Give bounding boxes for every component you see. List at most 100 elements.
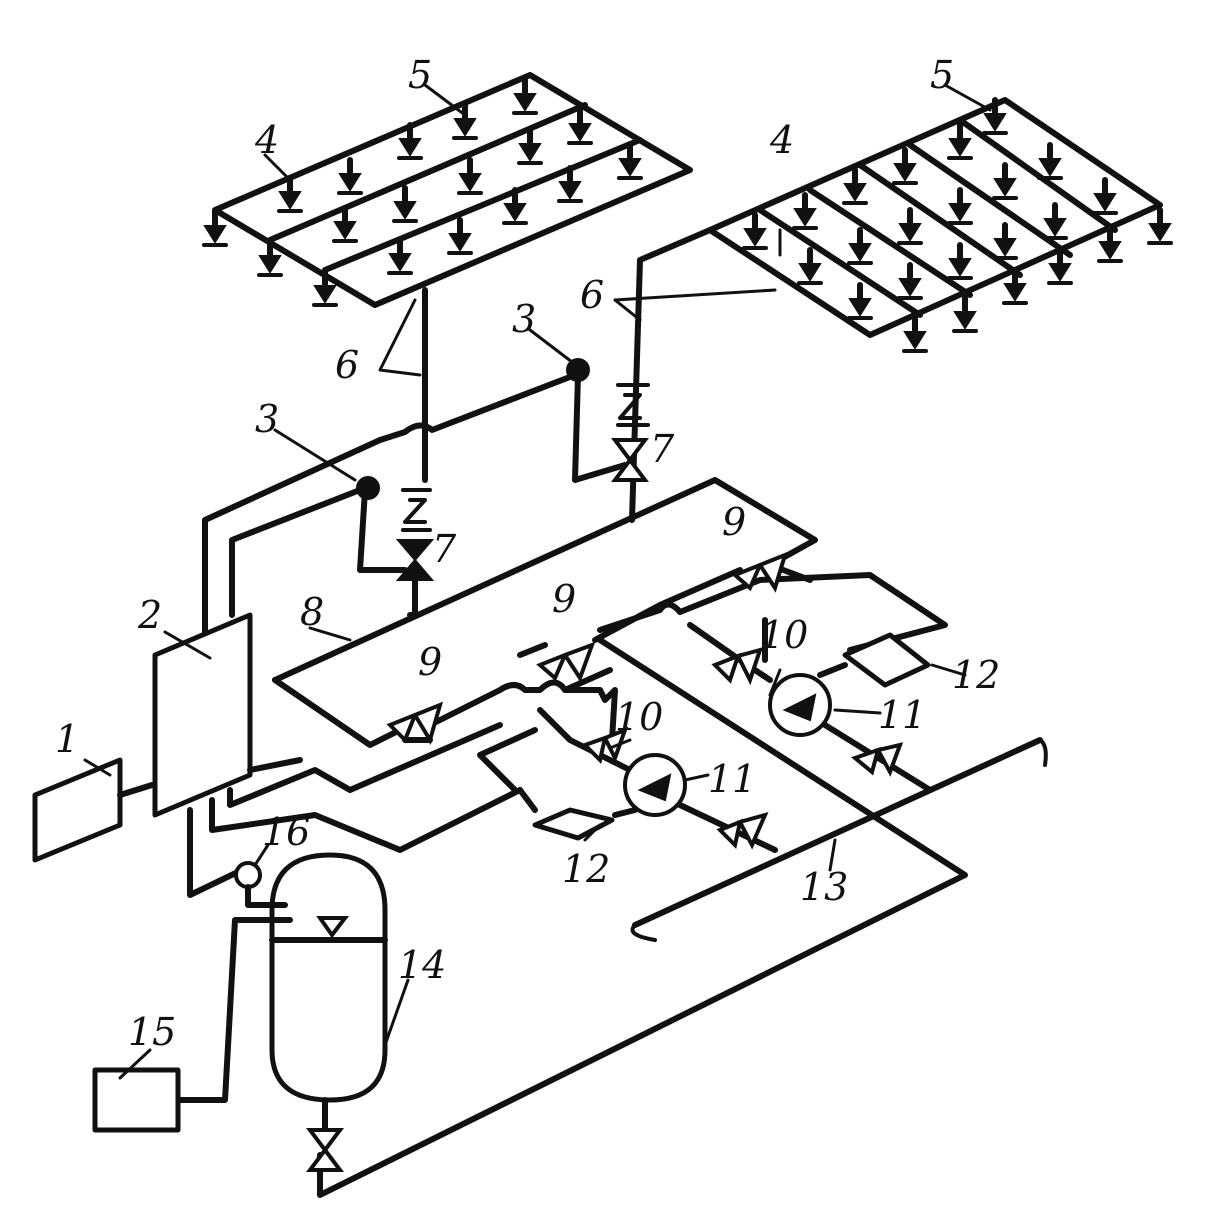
label-7-left: 7 — [432, 527, 457, 571]
valve-9-upper — [731, 551, 789, 593]
pressure-tank-14 — [269, 852, 388, 1103]
sprinkler-head-icon — [947, 187, 973, 225]
label-11-front: 11 — [708, 757, 756, 801]
right-grid-branch-5 — [957, 117, 1118, 233]
manifold-outline — [272, 477, 818, 683]
alarm-point-3-left — [356, 476, 380, 500]
label-3-left: 3 — [255, 397, 279, 441]
label-12-back: 12 — [952, 653, 1000, 697]
control-cabinet-group — [32, 612, 523, 898]
sprinkler-head-icon — [457, 157, 483, 195]
right-sprinkler-network — [629, 97, 1173, 523]
left-grid-heads — [202, 77, 643, 307]
water-supply-main — [317, 637, 1048, 1198]
sprinkler-head-icon — [982, 97, 1008, 135]
sprinkler-head-icon — [892, 147, 918, 185]
sprinkler-head-icon — [902, 315, 928, 353]
alarm-point-3-right — [566, 358, 590, 382]
label-7-right: 7 — [650, 427, 675, 471]
sprinkler-head-icon — [847, 227, 873, 265]
sprinkler-head-icon — [1092, 177, 1118, 215]
compressor-15 — [92, 1067, 181, 1133]
sprinkler-head-icon — [1037, 142, 1063, 180]
label-5-left: 5 — [408, 53, 432, 97]
sprinkler-head-icon — [202, 209, 228, 247]
label-16: 16 — [262, 810, 310, 854]
compressor-line — [177, 917, 293, 1103]
label-2: 2 — [137, 593, 162, 637]
sprinkler-head-icon — [517, 127, 543, 165]
label-9-upper: 9 — [722, 500, 746, 544]
cabinet-output-lines — [187, 807, 245, 898]
manifold-branch-upper — [427, 667, 613, 728]
label-10-back: 10 — [760, 613, 808, 657]
right-grid-outline — [707, 97, 1163, 338]
label-13: 13 — [800, 865, 848, 909]
control-valve-unit-left — [395, 488, 435, 618]
left-grid-branch-2 — [322, 137, 643, 273]
sprinkler-head-icon — [992, 162, 1018, 200]
sprinkler-head-icon — [387, 237, 413, 275]
label-3-right: 3 — [512, 297, 536, 341]
signal-line-outer-2 — [229, 485, 368, 618]
pressure-gauge-16 — [234, 861, 262, 889]
distribution-manifold — [272, 477, 948, 748]
label-11-back: 11 — [878, 693, 926, 737]
right-grid-branch-1 — [757, 207, 923, 318]
sprinkler-head-icon — [397, 122, 423, 160]
sprinkler-head-icon — [332, 205, 358, 243]
sprinkler-head-icon — [1097, 225, 1123, 263]
signal-line-outer-1 — [202, 437, 383, 638]
label-12-front: 12 — [562, 847, 610, 891]
sprinkler-head-icon — [277, 175, 303, 213]
return-pipe — [317, 637, 968, 1198]
right-grid-heads — [742, 97, 1173, 353]
sprinkler-head-icon — [502, 187, 528, 225]
left-sprinkler-network — [202, 72, 693, 483]
signal-line-crossover — [377, 372, 578, 443]
label-5-right: 5 — [930, 53, 954, 97]
sprinkler-head-icon — [392, 185, 418, 223]
sprinkler-head-icon — [797, 247, 823, 285]
tank-12-front — [532, 807, 615, 841]
sprinkler-head-icon — [742, 212, 768, 250]
valve-9-mid — [536, 641, 596, 683]
right-grid-feed-pipe — [629, 227, 713, 523]
sprinkler-head-icon — [257, 239, 283, 277]
label-6-left: 6 — [335, 343, 359, 387]
valve-9-lower — [386, 701, 444, 745]
label-14: 14 — [398, 943, 446, 987]
signal-line-right — [572, 372, 628, 483]
sprinkler-head-icon — [792, 192, 818, 230]
sprinkler-head-icon — [337, 157, 363, 195]
label-10-front: 10 — [615, 695, 663, 739]
label-6-right: 6 — [580, 273, 604, 317]
sprinkler-head-icon — [557, 165, 583, 203]
sprinkler-head-icon — [952, 295, 978, 333]
sprinkler-head-icon — [512, 77, 538, 115]
sprinkler-head-icon — [447, 217, 473, 255]
sprinkler-head-icon — [992, 222, 1018, 260]
tank-12-back — [842, 632, 931, 688]
sprinkler-head-icon — [567, 107, 593, 145]
signal-line-left — [357, 487, 408, 573]
reference-numerals: 1 2 3 3 4 4 5 5 6 6 7 7 8 9 9 9 10 10 11… — [55, 53, 1000, 1054]
pump-unit-back — [687, 617, 933, 793]
sprinkler-head-icon — [1042, 202, 1068, 240]
label-9-mid: 9 — [552, 577, 576, 621]
sprinkler-head-icon — [842, 167, 868, 205]
device-1-box — [32, 757, 123, 863]
sprinkler-head-icon — [1047, 247, 1073, 285]
sprinkler-head-icon — [897, 262, 923, 300]
sprinkler-head-icon — [947, 242, 973, 280]
label-9-lower: 9 — [418, 640, 442, 684]
leader-lines — [83, 83, 992, 1080]
tank-drain-valve — [306, 1128, 344, 1172]
label-1: 1 — [55, 717, 79, 761]
sprinkler-head-icon — [847, 282, 873, 320]
label-15: 15 — [128, 1010, 176, 1054]
control-valve-unit-right — [611, 383, 650, 482]
sprinkler-head-icon — [1147, 207, 1173, 245]
pressure-tank-group — [92, 852, 388, 1172]
